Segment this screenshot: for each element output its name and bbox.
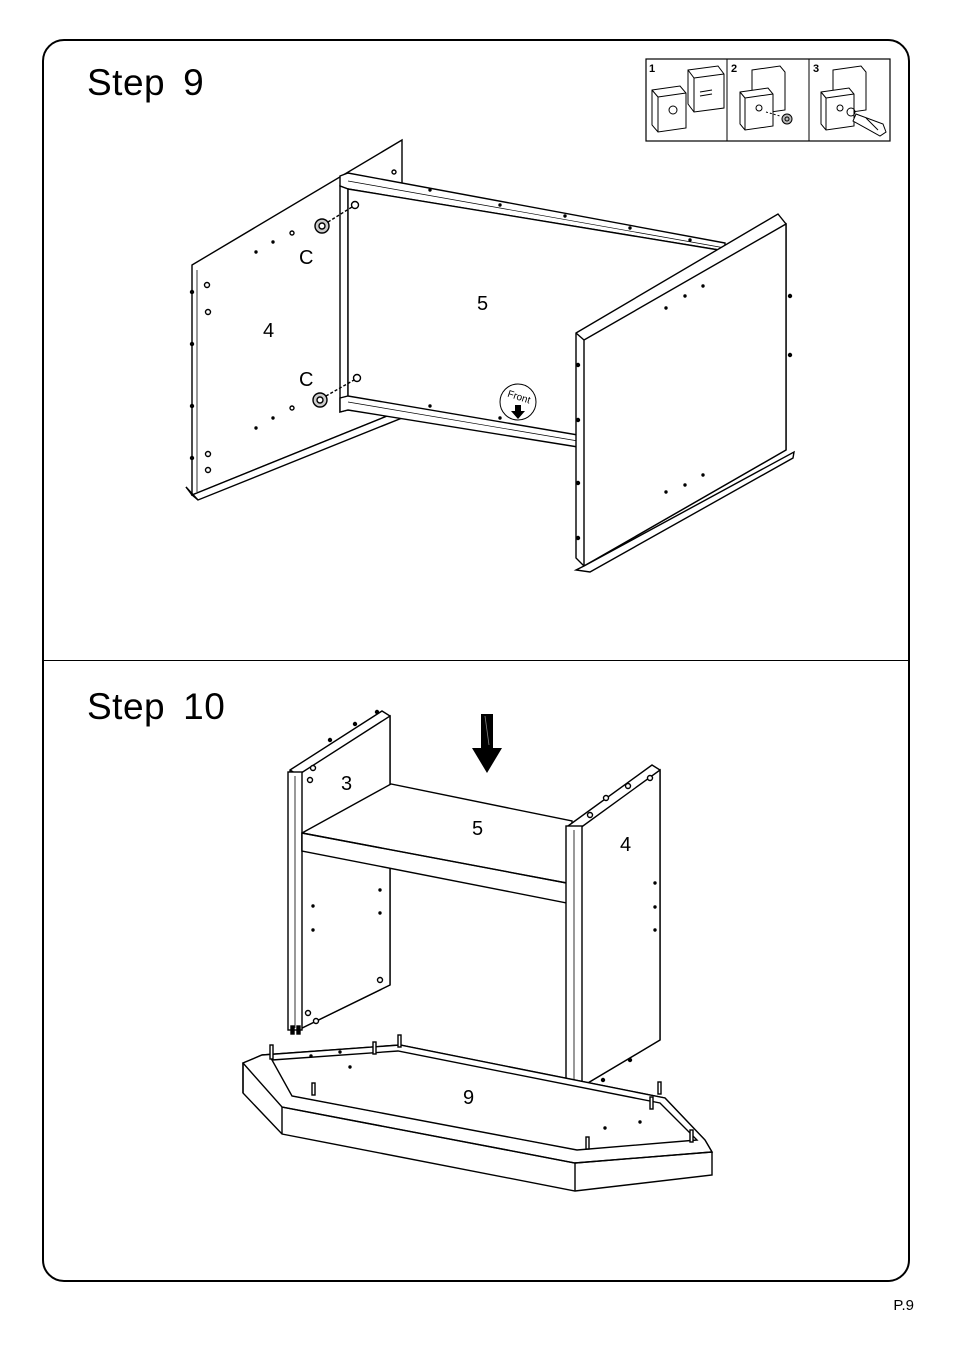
label-back-panel-5: 5 [477,293,488,315]
detail-1-drawing [652,66,724,132]
label-base-9: 9 [463,1087,474,1109]
step-10-assembly [243,711,712,1192]
label-left-panel-4: 4 [263,320,274,342]
page-number: P.9 [893,1297,914,1314]
detail-number-1: 1 [649,63,655,75]
label-cam-bottom: C [299,369,313,391]
label-right-panel-4: 4 [620,834,631,856]
detail-3-drawing [821,66,886,136]
label-shelf-5: 5 [472,818,483,840]
down-arrow-icon [472,714,502,773]
detail-2-drawing [740,66,792,130]
cam-lock-detail-inset: 1 2 3 [646,59,890,141]
label-cam-top: C [299,247,313,269]
detail-number-2: 2 [731,63,737,75]
detail-number-3: 3 [813,63,819,75]
right-side-panel-4 [566,765,660,1093]
base-9 [243,1035,712,1191]
left-side-panel-3 [288,711,390,1035]
step-9-assembly [186,140,794,572]
label-left-panel-3: 3 [341,773,352,795]
